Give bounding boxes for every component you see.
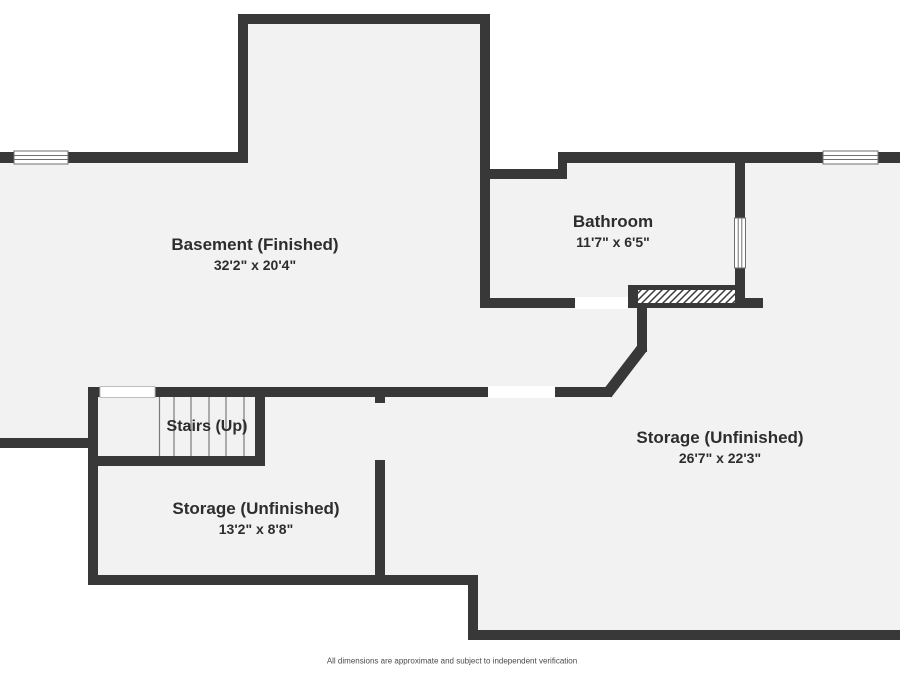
door-opening-mid: [488, 386, 555, 398]
door-opening-bathroom: [575, 297, 628, 309]
wall-bathroom-left: [480, 14, 490, 308]
wall-bathroom-bottom: [480, 298, 575, 308]
room-label-stairs: Stairs (Up): [167, 418, 248, 436]
wall-storage-left: [88, 387, 98, 585]
room-dims: 32'2" x 20'4": [213, 256, 297, 273]
wall-stairs-bottom: [88, 456, 265, 466]
wall-mid-right: [555, 387, 612, 397]
wall-bathroom-right-upper: [735, 152, 745, 218]
windows: [13, 150, 879, 269]
room-label-storage-right: Storage (Unfinished) 26'7" x 22'3": [636, 428, 803, 466]
room-name: Stairs (Up): [166, 417, 248, 435]
window-symbol-left: [13, 150, 69, 165]
room-label-bathroom: Bathroom 11'7" x 6'5": [573, 212, 653, 250]
disclaimer-text: All dimensions are approximate and subje…: [326, 656, 578, 666]
window-symbol-bathroom: [734, 217, 746, 269]
hatch-fill: [638, 290, 735, 303]
opening-stairs-top: [99, 386, 156, 398]
room-name: Storage (Unfinished): [636, 428, 804, 448]
wall-stairs-right: [255, 387, 265, 466]
room-label-basement: Basement (Finished) 32'2" x 20'4": [171, 235, 338, 273]
door-openings: [99, 297, 628, 398]
room-name: Basement (Finished): [171, 235, 339, 255]
wall-divider-stub: [375, 387, 385, 403]
wall-bumpout-left: [238, 14, 248, 163]
wall-diagonal: [602, 343, 648, 398]
wall-divider-lower: [375, 460, 385, 585]
stair-treads: [158, 397, 245, 456]
wall-left-lower: [0, 438, 98, 448]
wall-stub-right: [745, 298, 763, 308]
floor-area: [0, 14, 900, 640]
room-dims: 13'2" x 8'8": [218, 520, 294, 537]
room-dims: 11'7" x 6'5": [576, 233, 650, 250]
wall-step: [468, 575, 478, 640]
wall-storage-bottom: [88, 575, 478, 585]
wall-below-hatch: [637, 302, 647, 352]
wall-top-left: [0, 152, 248, 163]
room-dims: 26'7" x 22'3": [678, 449, 762, 466]
room-label-storage-left: Storage (Unfinished) 13'2" x 8'8": [172, 499, 339, 537]
room-name: Bathroom: [572, 212, 654, 232]
room-name: Storage (Unfinished): [172, 499, 340, 519]
wall-jog: [558, 152, 567, 179]
hatched-area: [628, 285, 745, 308]
wall-bathroom-top: [480, 169, 567, 179]
wall-mid-left: [88, 387, 488, 397]
wall-top-right: [558, 152, 900, 163]
wall-bottom-right: [468, 630, 900, 640]
window-symbol-right: [822, 150, 879, 165]
wall-bumpout-top: [238, 14, 490, 24]
